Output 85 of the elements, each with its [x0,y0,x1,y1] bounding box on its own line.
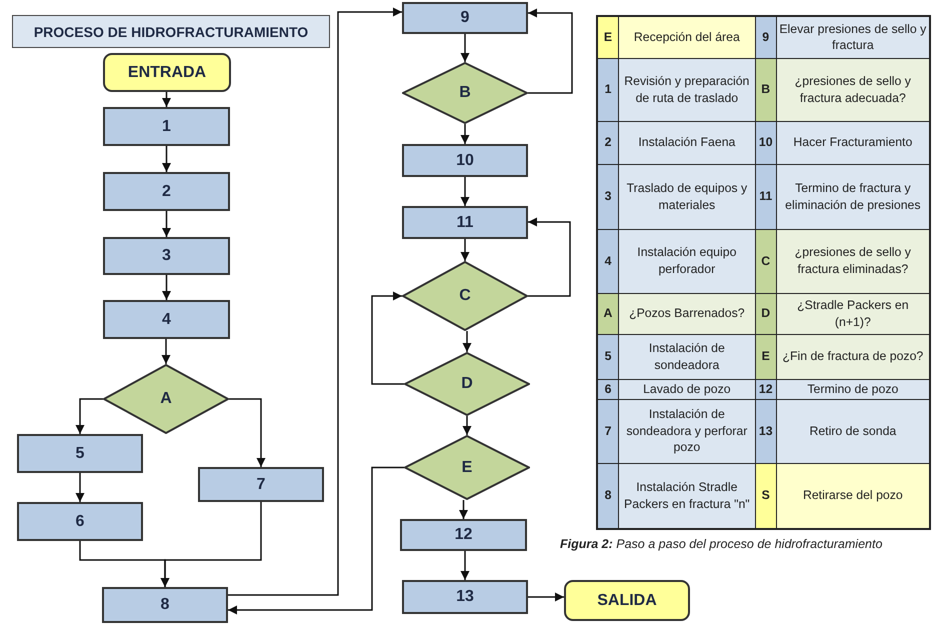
arrow [76,473,84,502]
step-description: Instalación de sondeadora y perforar pozo [618,399,756,463]
process-box: 3 [103,237,230,275]
arrow [528,592,564,602]
process-box: 2 [103,172,230,211]
step-code: 6 [597,379,618,399]
step-description: Retirarse del pozo [776,463,930,529]
process-box: 12 [400,519,527,551]
step-description: Revisión y preparación de ruta de traslado [618,58,756,121]
process-box: 13 [402,580,528,614]
arrow [228,8,402,596]
process-box: 7 [198,467,324,502]
arrow [460,551,470,580]
arrow [76,398,103,434]
process-box: 4 [103,300,230,339]
arrow [460,239,470,261]
arrow [528,8,573,94]
step-description: Lavado de pozo [618,379,756,399]
decision-label: C [459,287,471,305]
step-code: 4 [597,229,618,293]
step-code: 13 [755,399,776,463]
step-description: Elevar presiones de sello y fractura [776,16,930,58]
process-box: 8 [102,587,228,623]
step-description: ¿Pozos Barrenados? [618,293,756,334]
arrow [460,124,470,144]
decision-label: D [461,375,473,393]
arrow [162,146,171,172]
step-code: 9 [755,16,776,58]
arrow [162,339,170,364]
step-code: B [755,58,776,121]
step-code: 7 [597,399,618,463]
arrow [162,211,171,237]
arrow [229,398,266,467]
step-description: Traslado de equipos y materiales [618,164,756,229]
arrow [160,502,262,587]
step-description: Hacer Fracturamiento [776,121,930,164]
decision-label: A [160,390,172,408]
step-description: Recepción del área [618,16,756,58]
step-code: C [755,229,776,293]
step-code: S [755,463,776,529]
terminal-box: ENTRADA [103,53,231,92]
arrow [371,292,404,385]
step-code: 3 [597,164,618,229]
step-code: 1 [597,58,618,121]
step-code: D [755,293,776,334]
arrow [460,177,470,206]
arrow [462,416,472,435]
decision-label: E [462,458,472,476]
step-description: Termino de fractura y eliminación de presiones [776,164,930,229]
arrow [462,331,472,352]
step-code: 11 [755,164,776,229]
process-box: 9 [402,2,528,34]
step-description: ¿presiones de sello y fractura adecuada? [776,58,930,121]
step-description: Instalación Faena [618,121,756,164]
arrow [459,500,468,519]
step-description: Termino de pozo [776,379,930,399]
step-code: A [597,293,618,334]
arrow [528,218,571,297]
step-description: ¿presiones de sello y fractura eliminadas? [776,229,930,293]
step-description: Instalación equipo perforador [618,229,756,293]
step-code: E [755,334,776,379]
title-box: PROCESO DE HIDROFRACTURAMIENTO [12,15,330,48]
step-description: ¿Stradle Packers en (n+1)? [776,293,930,334]
arrow [162,275,171,300]
step-code: 10 [755,121,776,164]
arrow [162,92,171,107]
step-code: 8 [597,463,618,529]
step-code: 5 [597,334,618,379]
step-description: Retiro de sonda [776,399,930,463]
decision-label: B [459,84,471,102]
step-code: E [597,16,618,58]
figure-caption: Figura 2: Paso a paso del proceso de hidrofracturamiento [560,537,884,551]
step-code: 2 [597,121,618,164]
step-code: 12 [755,379,776,399]
process-box: 6 [17,502,143,541]
arrow [228,466,404,614]
process-box: 5 [17,434,143,473]
process-box: 11 [402,206,528,239]
terminal-box: SALIDA [564,580,690,621]
process-box: 10 [402,144,528,177]
step-description: ¿Fin de fractura de pozo? [776,334,930,379]
process-box: 1 [103,107,230,146]
arrow [460,34,470,62]
step-description: Instalación de sondeadora [618,334,756,379]
step-description: Instalación Stradle Packers en fractura "n" [618,463,756,529]
